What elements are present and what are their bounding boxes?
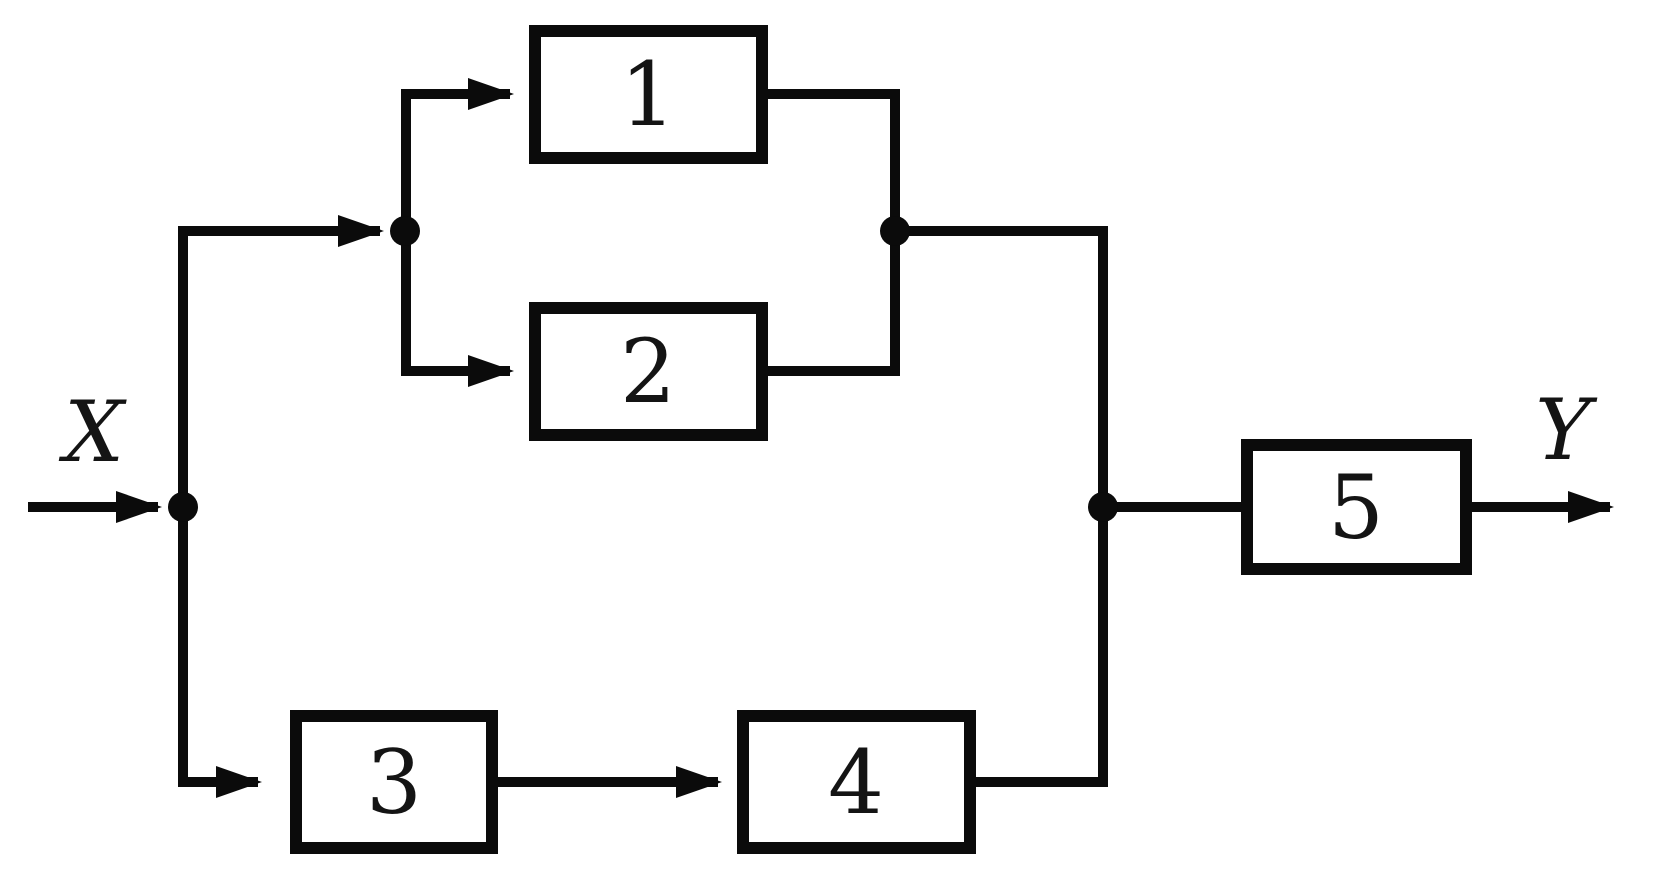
input-label-x: X <box>58 383 127 481</box>
block-5-box <box>1241 439 1472 575</box>
connector-parallel-merge-loop <box>756 89 900 376</box>
block-5-label: 5 <box>1328 456 1384 559</box>
output-label-y: Y <box>1535 381 1598 479</box>
block-2-label: 2 <box>620 320 676 423</box>
block-2: 2 <box>529 302 768 441</box>
block-3-box <box>290 710 498 854</box>
block-4: 4 <box>737 710 976 854</box>
block-3-label: 3 <box>366 731 422 834</box>
block-2-box <box>529 302 768 441</box>
junction-parallel-split-node <box>390 216 420 246</box>
block-5: 5 <box>1241 439 1472 575</box>
block-3: 3 <box>290 710 498 854</box>
junction-branch-merge-node <box>1088 492 1118 522</box>
block-4-box <box>737 710 976 854</box>
block-1-box <box>529 25 768 164</box>
block-1: 1 <box>529 25 768 164</box>
block-1-label: 1 <box>620 43 676 146</box>
junction-parallel-merge-node <box>880 216 910 246</box>
junction-input-split-node <box>168 492 198 522</box>
block-4-label: 4 <box>828 731 884 834</box>
connector-merge-to-branch-merge <box>895 226 1108 787</box>
